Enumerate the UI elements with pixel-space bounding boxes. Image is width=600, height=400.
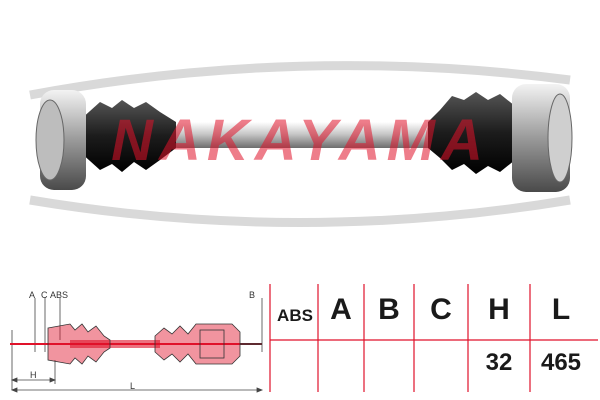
drive-shaft-schematic: [10, 298, 264, 393]
dim-label-c: C: [41, 290, 48, 300]
spec-header-abs: ABS: [277, 306, 313, 325]
shaft-tube: [170, 122, 440, 148]
brand-watermark: NAKAYAMA: [111, 108, 489, 173]
spec-header-b: B: [378, 293, 400, 326]
drive-shaft-image: NAKAYAMA: [29, 61, 573, 227]
left-boot: [80, 100, 176, 172]
spec-value-l: 465: [540, 349, 582, 376]
spec-table-grid: [269, 284, 598, 392]
spec-value-h: 32: [485, 349, 513, 376]
spec-header-h: H: [488, 293, 510, 326]
swoosh-bottom: [29, 195, 571, 227]
dim-label-a: A: [29, 290, 36, 300]
dim-label-l: L: [130, 381, 136, 391]
schematic-right-joint: [154, 323, 241, 365]
spec-table: ABS A B C H L 32 465: [268, 282, 600, 394]
dim-label-b: B: [249, 290, 256, 300]
dim-label-abs: ABS: [50, 290, 69, 300]
swoosh-top: [29, 61, 571, 100]
right-boot: [428, 92, 520, 174]
spec-header-l: L: [551, 293, 571, 326]
schematic-left-joint: [47, 323, 111, 365]
dim-label-h: H: [30, 370, 37, 380]
spec-header-c: C: [430, 293, 452, 326]
spec-header-a: A: [330, 293, 352, 326]
